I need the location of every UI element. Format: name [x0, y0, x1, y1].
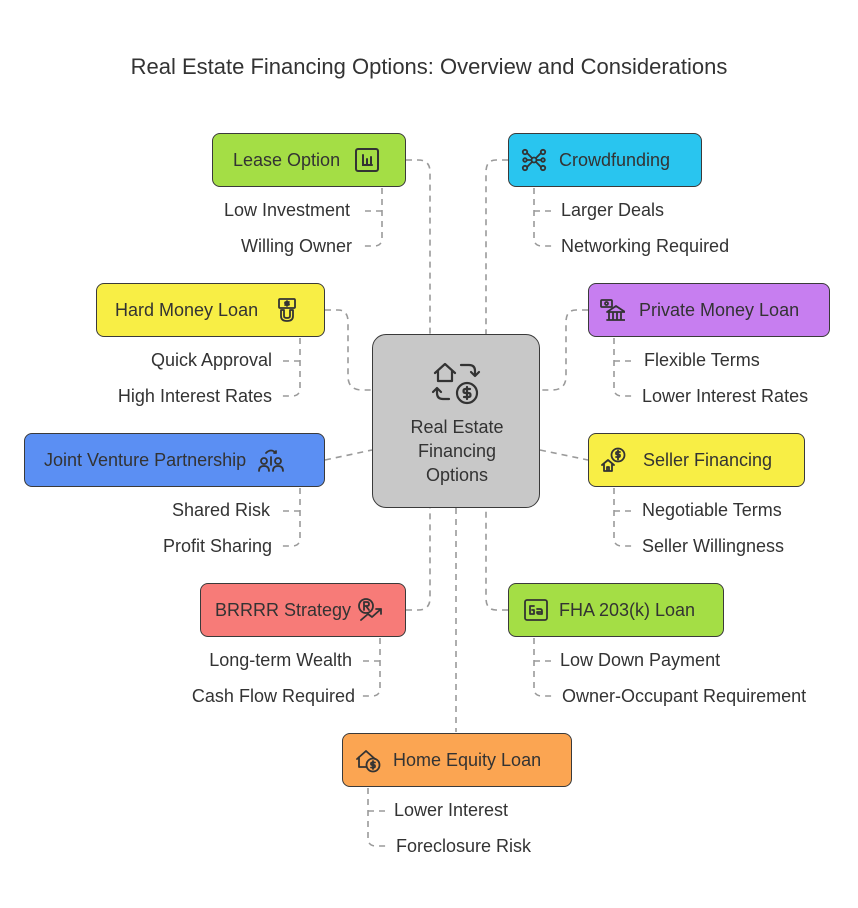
seller-point-1: Negotiable Terms	[642, 500, 782, 520]
home-equity-point-1: Lower Interest	[394, 800, 509, 820]
partners-dollar-icon	[258, 447, 285, 473]
center-label-line-3: Options	[425, 465, 489, 485]
chart-frame-icon	[354, 147, 380, 173]
home-equity-loan-node: Home Equity Loan	[342, 733, 572, 787]
seller-point-2: Seller Willingness	[642, 536, 785, 556]
private-money-loan-node: Private Money Loan	[588, 283, 830, 337]
brrrr-point-1: Long-term Wealth	[209, 650, 352, 670]
fha-203k-loan-node: FHA 203(k) Loan	[508, 583, 724, 637]
hard-money-point-1: Quick Approval	[150, 350, 272, 370]
brrrr-strategy-label: BRRRR Strategy	[215, 599, 352, 620]
lease-point-2: Willing Owner	[240, 236, 352, 256]
hard-money-loan-label: Hard Money Loan	[115, 299, 259, 320]
brrrr-point-2: Cash Flow Required	[191, 686, 355, 706]
money-magnet-icon	[274, 297, 300, 323]
fha-point-1: Low Down Payment	[560, 650, 721, 670]
hard-money-point-2: High Interest Rates	[117, 386, 272, 406]
seller-financing-node: Seller Financing	[588, 433, 805, 487]
home-equity-loan-label: Home Equity Loan	[393, 749, 542, 770]
joint-venture-partnership-label: Joint Venture Partnership	[44, 449, 247, 470]
fha-point-2: Owner-Occupant Requirement	[562, 686, 807, 706]
brrrr-strategy-node: BRRRR Strategy	[200, 583, 406, 637]
rupee-growth-icon	[357, 597, 383, 623]
center-label-line-1: Real Estate	[410, 417, 504, 437]
lease-option-label: Lease Option	[233, 149, 341, 170]
center-node: Real Estate Financing Options	[372, 334, 540, 508]
crowdfunding-point-2: Networking Required	[561, 236, 730, 256]
bank-cash-icon	[599, 297, 626, 323]
joint-venture-point-2: Profit Sharing	[162, 536, 272, 556]
seller-financing-label: Seller Financing	[643, 449, 773, 470]
private-money-point-2: Lower Interest Rates	[642, 386, 809, 406]
lease-point-1: Low Investment	[223, 200, 350, 220]
hard-money-loan-node: Hard Money Loan	[96, 283, 325, 337]
house-coin-icon	[355, 747, 381, 773]
page-title: Real Estate Financing Options: Overview …	[130, 54, 728, 79]
fha-203k-loan-label: FHA 203(k) Loan	[559, 599, 696, 620]
home-equity-point-2: Foreclosure Risk	[396, 836, 532, 856]
crowdfunding-point-1: Larger Deals	[561, 200, 665, 220]
center-label-line-2: Financing	[417, 441, 497, 461]
private-money-loan-label: Private Money Loan	[639, 299, 800, 320]
network-nodes-icon	[521, 147, 547, 173]
ga-document-icon	[523, 597, 549, 623]
private-money-point-1: Flexible Terms	[644, 350, 760, 370]
crowdfunding-node: Crowdfunding	[508, 133, 702, 187]
lease-option-node: Lease Option	[212, 133, 406, 187]
house-dollar-hand-icon	[601, 447, 627, 473]
house-exchange-dollar-icon	[431, 357, 481, 407]
joint-venture-partnership-node: Joint Venture Partnership	[24, 433, 325, 487]
crowdfunding-label: Crowdfunding	[559, 149, 671, 170]
joint-venture-point-1: Shared Risk	[171, 500, 270, 520]
